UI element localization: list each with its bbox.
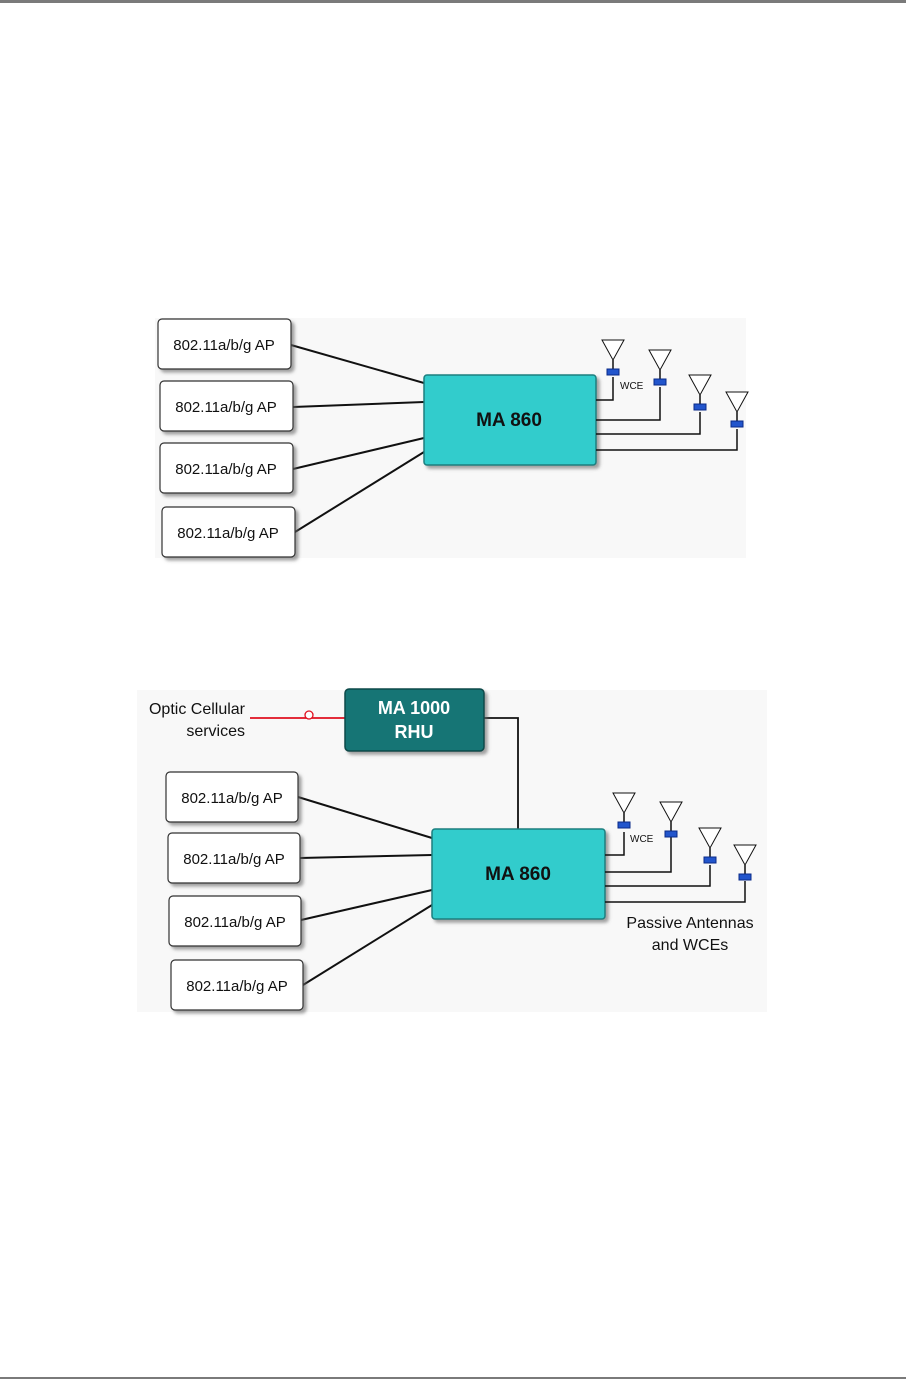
hub-label: MA 860 <box>485 864 551 885</box>
diagram-1-ap-3: 802.11a/b/g AP <box>160 443 293 493</box>
diagram-2-ap-1: 802.11a/b/g AP <box>166 772 298 822</box>
wce-label: WCE <box>630 834 654 845</box>
diagram-1-ap-2: 802.11a/b/g AP <box>160 381 293 431</box>
diagram-2-ap-3: 802.11a/b/g AP <box>169 896 301 946</box>
diagram-1-ap-4: 802.11a/b/g AP <box>162 507 295 557</box>
diagram-2-ap-4: 802.11a/b/g AP <box>171 960 303 1010</box>
ap-label: 802.11a/b/g AP <box>175 399 276 416</box>
diagram-1-hub: MA 860 <box>424 375 596 465</box>
ap-label: 802.11a/b/g AP <box>186 978 287 995</box>
ap-label: 802.11a/b/g AP <box>177 525 278 542</box>
diagram-2-hub: MA 860 <box>432 829 605 919</box>
passive-label-line-2: and WCEs <box>652 937 728 954</box>
optic-label-line-1: Optic Cellular <box>149 701 246 718</box>
diagram-2-ap-2: 802.11a/b/g AP <box>168 833 300 883</box>
rhu-label-line-2: RHU <box>395 722 434 742</box>
diagram-2: Optic Cellular services MA 1000 RHU 802.… <box>137 689 767 1012</box>
diagram-1-ap-1: 802.11a/b/g AP <box>158 319 291 369</box>
hub-label: MA 860 <box>476 410 542 431</box>
wce-label: WCE <box>620 381 644 392</box>
ap-label: 802.11a/b/g AP <box>184 914 285 931</box>
ap-label: 802.11a/b/g AP <box>181 790 282 807</box>
passive-label-line-1: Passive Antennas <box>626 915 753 932</box>
ap-label: 802.11a/b/g AP <box>183 851 284 868</box>
ap-label: 802.11a/b/g AP <box>175 461 276 478</box>
rhu-box: MA 1000 RHU <box>345 689 484 751</box>
optic-label-line-2: services <box>186 723 245 740</box>
ap-label: 802.11a/b/g AP <box>173 337 274 354</box>
diagram-1: 802.11a/b/g AP 802.11a/b/g AP 802.11a/b/… <box>155 318 748 558</box>
rhu-label-line-1: MA 1000 <box>378 698 450 718</box>
